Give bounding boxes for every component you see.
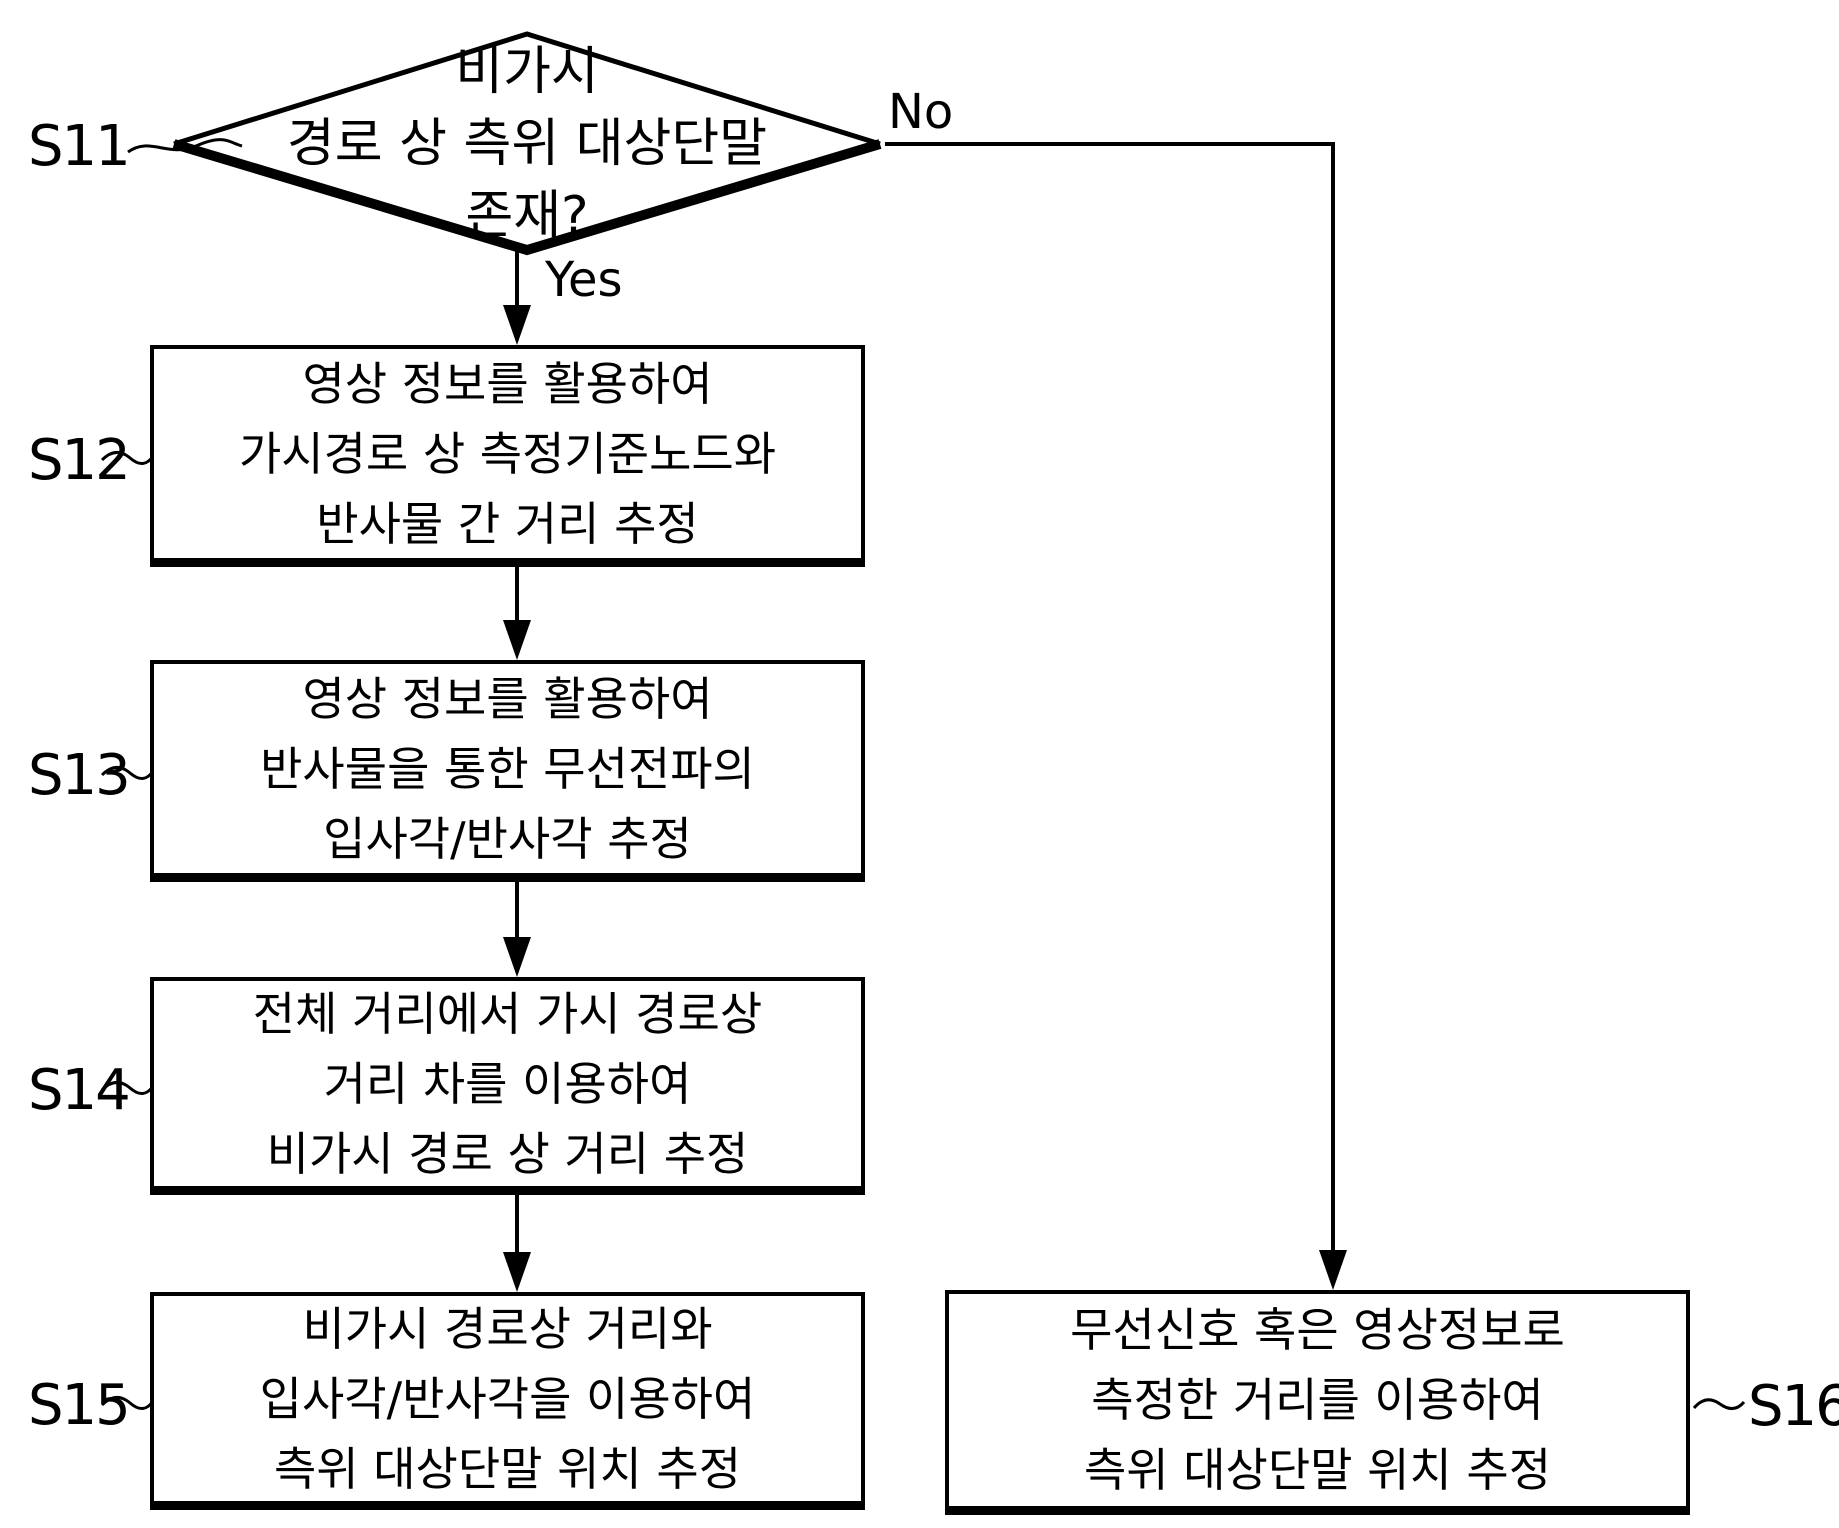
process-node-s16: 무선신호 혹은 영상정보로 측정한 거리를 이용하여 측위 대상단말 위치 추정 — [945, 1290, 1690, 1515]
arrow-s13-to-s14-line — [515, 882, 519, 940]
box-line: 입사각/반사각 추정 — [323, 804, 692, 874]
box-line: 영상 정보를 활용하여 — [302, 664, 712, 734]
decision-line: 경로 상 측위 대상단말 — [168, 108, 886, 180]
box-line: 가시경로 상 측정기준노드와 — [239, 419, 776, 489]
arrow-s12-to-s13-head — [503, 620, 531, 660]
box-line: 측정한 거리를 이용하여 — [1091, 1365, 1543, 1435]
step-label-s11: S11 — [28, 114, 129, 179]
yes-branch-label: Yes — [545, 252, 622, 308]
arrow-s13-to-s14-head — [503, 937, 531, 977]
box-line: 비가시 경로상 거리와 — [302, 1294, 712, 1364]
box-line: 전체 거리에서 가시 경로상 — [253, 979, 762, 1049]
box-line: 거리 차를 이용하여 — [324, 1049, 692, 1119]
s11-connector-squiggle — [126, 132, 244, 160]
step-label-s16: S16 — [1748, 1374, 1839, 1439]
no-branch-horizontal-line — [885, 142, 1335, 146]
box-line: 비가시 경로 상 거리 추정 — [267, 1119, 749, 1189]
arrow-s14-to-s15-line — [515, 1195, 519, 1255]
process-node-s14: 전체 거리에서 가시 경로상 거리 차를 이용하여 비가시 경로 상 거리 추정 — [150, 977, 865, 1195]
box-line: 반사물을 통한 무선전파의 — [260, 734, 755, 804]
decision-line: 존재? — [168, 180, 886, 252]
decision-node-s11: 비가시 경로 상 측위 대상단말 존재? — [168, 36, 886, 252]
arrow-s11-to-s12-line — [515, 250, 519, 310]
s15-connector-squiggle — [100, 1389, 155, 1415]
arrow-s14-to-s15-head — [503, 1252, 531, 1292]
box-line: 영상 정보를 활용하여 — [302, 349, 712, 419]
s16-connector-squiggle — [1692, 1390, 1746, 1416]
box-line: 무선신호 혹은 영상정보로 — [1070, 1295, 1565, 1365]
box-line: 측위 대상단말 위치 추정 — [274, 1434, 741, 1504]
arrow-s12-to-s13-line — [515, 567, 519, 625]
box-line: 측위 대상단말 위치 추정 — [1084, 1435, 1551, 1505]
no-branch-vertical-line — [1331, 142, 1335, 1254]
s14-connector-squiggle — [100, 1074, 155, 1100]
s13-connector-squiggle — [100, 759, 155, 785]
s12-connector-squiggle — [100, 444, 155, 470]
arrow-to-s16-head — [1319, 1250, 1347, 1290]
arrow-s11-to-s12-head — [503, 305, 531, 345]
process-node-s15: 비가시 경로상 거리와 입사각/반사각을 이용하여 측위 대상단말 위치 추정 — [150, 1292, 865, 1510]
process-node-s12: 영상 정보를 활용하여 가시경로 상 측정기준노드와 반사물 간 거리 추정 — [150, 345, 865, 567]
no-branch-label: No — [888, 84, 953, 140]
box-line: 반사물 간 거리 추정 — [316, 489, 698, 559]
process-node-s13: 영상 정보를 활용하여 반사물을 통한 무선전파의 입사각/반사각 추정 — [150, 660, 865, 882]
box-line: 입사각/반사각을 이용하여 — [260, 1364, 756, 1434]
decision-line: 비가시 — [168, 36, 886, 108]
